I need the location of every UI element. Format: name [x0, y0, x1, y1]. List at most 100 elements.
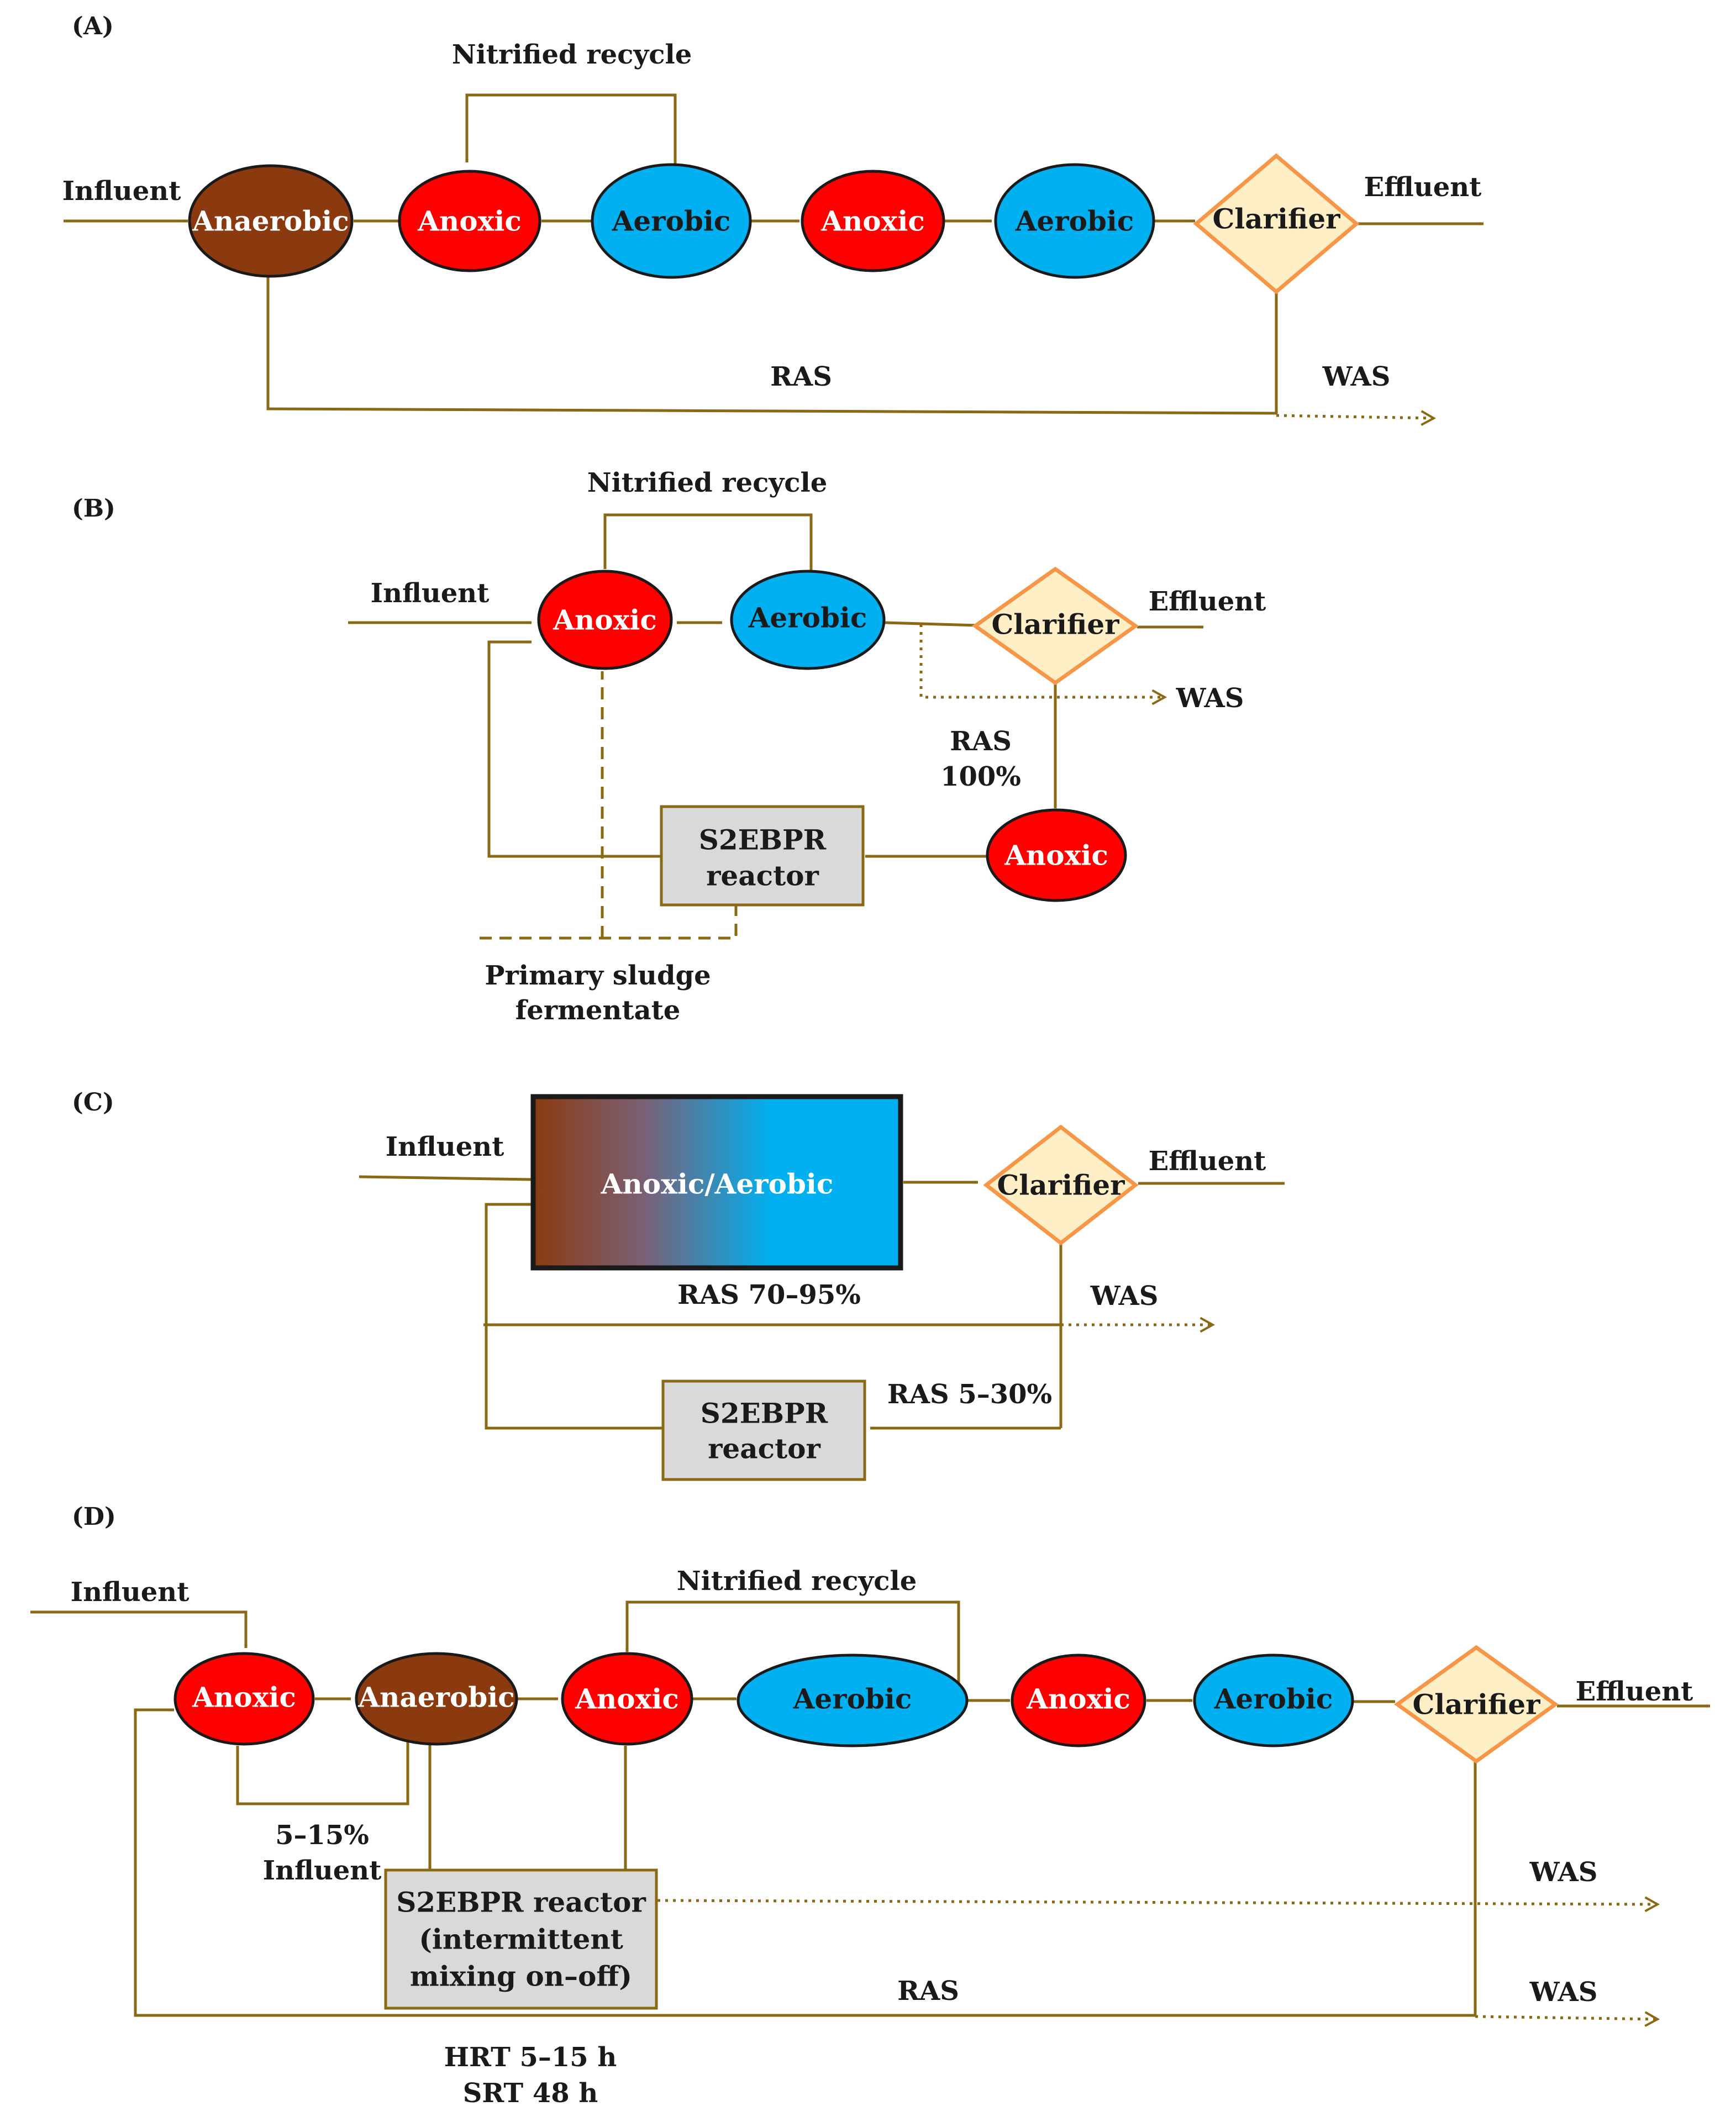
s2ebpr-reactor-c	[661, 1379, 866, 1481]
aerobic-label-d1: Aerobic	[793, 1683, 912, 1715]
anoxic-label-b: Anoxic	[553, 604, 657, 636]
aerobic-label-d2: Aerobic	[1214, 1683, 1333, 1715]
hrt-label-d: HRT 5–15 h	[444, 2042, 617, 2073]
aerobic-label-a1: Aerobic	[612, 205, 731, 238]
was-label-d1: WAS	[1529, 1857, 1598, 1888]
anaerobic-tank-d	[355, 1652, 518, 1746]
fermentate-arrow-b1	[480, 903, 738, 940]
nitrified-recycle-arrow-a	[465, 93, 677, 165]
clarifier-label-d: Clarifier	[1412, 1688, 1540, 1721]
split-label-d1: 5–15%	[275, 1820, 369, 1851]
nitrified-recycle-label-a: Nitrified recycle	[452, 39, 692, 70]
panel-b-label: (B)	[72, 494, 115, 523]
clarifier-label-a: Clarifier	[1212, 203, 1340, 235]
ras-percent-label-b: 100%	[940, 761, 1021, 792]
nitrified-recycle-label-b: Nitrified recycle	[587, 467, 827, 498]
was-arrow-d1	[657, 1896, 1660, 1913]
ras-high-label-c: RAS 70–95%	[677, 1279, 861, 1310]
influent-label-c: Influent	[386, 1131, 504, 1162]
anoxic-tank-b2	[986, 808, 1127, 902]
reactor-label-d1: S2EBPR reactor	[396, 1886, 646, 1919]
was-label-d2: WAS	[1529, 1977, 1598, 2008]
sludge-label-b2: fermentate	[515, 995, 681, 1026]
anoxic-tank-a2	[801, 170, 945, 272]
panel-d: (D) Influent Nitrified recycle Effluent …	[30, 1503, 1711, 2109]
panel-a-label: (A)	[72, 12, 114, 40]
s2ebpr-reactor-b	[660, 805, 865, 907]
anoxic-label-a2: Anoxic	[820, 205, 925, 238]
panel-c-label: (C)	[72, 1088, 114, 1117]
sludge-label-b1: Primary sludge	[485, 960, 711, 991]
anoxic-label-d3: Anoxic	[1026, 1683, 1130, 1715]
was-label-b: WAS	[1176, 683, 1244, 714]
panel-a: (A) Nitrified recycle Influent Effluent …	[62, 12, 1484, 426]
aerobic-tank-a1	[591, 163, 752, 279]
influent-label-b: Influent	[371, 578, 490, 609]
panel-c: (C) Influent Effluent RAS 70–95% WAS RAS…	[72, 1088, 1285, 1481]
clarifier-b	[971, 566, 1139, 686]
ras-arrow-d	[134, 1708, 1477, 2017]
ras-arrow-a	[266, 271, 1278, 415]
anoxic-aerobic-reactor-c	[530, 1094, 903, 1271]
ras-label-b: RAS	[950, 726, 1012, 757]
reactor-label-d2: (intermittent	[419, 1923, 623, 1956]
anaerobic-label-a: Anaerobic	[192, 205, 349, 238]
influent-arrow-d	[30, 1610, 248, 1649]
s2ebpr-reactor-d	[384, 1868, 658, 2010]
flow-arrow-b2	[883, 621, 977, 627]
anaerobic-label-d: Anaerobic	[357, 1681, 514, 1714]
effluent-label-d: Effluent	[1576, 1676, 1693, 1707]
influent-label-a: Influent	[62, 176, 181, 207]
aerobic-label-a2: Aerobic	[1015, 205, 1134, 238]
s2ebpr-label-c2: reactor	[708, 1433, 820, 1465]
clarifier-label-c: Clarifier	[997, 1169, 1125, 1202]
ras-label-d: RAS	[897, 1976, 959, 2007]
s2ebpr-return-arrow-c	[485, 1203, 663, 1430]
anoxic-tank-d3	[1011, 1654, 1146, 1747]
aerobic-tank-a2	[994, 163, 1155, 279]
anoxic-label-a1: Anoxic	[417, 205, 522, 238]
effluent-label-c: Effluent	[1149, 1146, 1266, 1177]
srt-label-d: SRT 48 h	[463, 2078, 598, 2109]
anaerobic-tank-a	[188, 164, 354, 278]
reactor-return-arrow-b	[487, 640, 661, 858]
influent-label-d: Influent	[71, 1577, 190, 1608]
nitrified-recycle-arrow-d	[625, 1600, 960, 1689]
aerobic-tank-b	[730, 570, 886, 670]
reactor-label-d3: mixing on–off)	[410, 1960, 632, 1993]
anoxic-label-b2: Anoxic	[1004, 839, 1108, 872]
anoxic-aerobic-label-c: Anoxic/Aerobic	[601, 1168, 834, 1200]
anoxic-tank-d2	[561, 1652, 693, 1746]
s2ebpr-label-c1: S2EBPR	[701, 1397, 828, 1430]
was-arrow-a	[1276, 410, 1437, 426]
nitrified-recycle-arrow-b	[603, 513, 813, 577]
aerobic-tank-d2	[1193, 1654, 1354, 1747]
anoxic-tank-b	[537, 570, 673, 670]
was-arrow-b	[919, 624, 1167, 705]
clarifier-c	[983, 1124, 1139, 1246]
anoxic-label-d1: Anoxic	[192, 1681, 296, 1714]
anoxic-tank-a1	[398, 170, 541, 272]
ras-low-label-c: RAS 5–30%	[887, 1379, 1052, 1410]
clarifier-a	[1193, 153, 1360, 294]
was-label-c: WAS	[1090, 1281, 1159, 1312]
ras-label-a: RAS	[770, 361, 832, 392]
clarifier-d	[1394, 1645, 1559, 1764]
split-label-d2: Influent	[263, 1855, 382, 1886]
panel-d-label: (D)	[72, 1503, 116, 1531]
clarifier-label-b: Clarifier	[991, 608, 1119, 641]
reactor-label-b1: S2EBPR	[699, 824, 827, 856]
aerobic-label-b: Aerobic	[748, 602, 867, 634]
anoxic-label-d2: Anoxic	[575, 1683, 679, 1715]
split-return-arrow-d	[236, 1725, 409, 1805]
aerobic-tank-d1	[737, 1654, 969, 1747]
was-arrow-d2	[1475, 2011, 1660, 2027]
was-label-a: WAS	[1322, 361, 1391, 392]
influent-arrow-c	[359, 1175, 532, 1181]
effluent-label-b: Effluent	[1149, 586, 1266, 617]
reactor-label-b2: reactor	[706, 860, 819, 892]
panel-b: (B) Nitrified recycle Influent Effluent …	[72, 467, 1266, 1026]
anoxic-tank-d1	[173, 1652, 315, 1746]
nitrified-recycle-label-d: Nitrified recycle	[677, 1566, 917, 1597]
